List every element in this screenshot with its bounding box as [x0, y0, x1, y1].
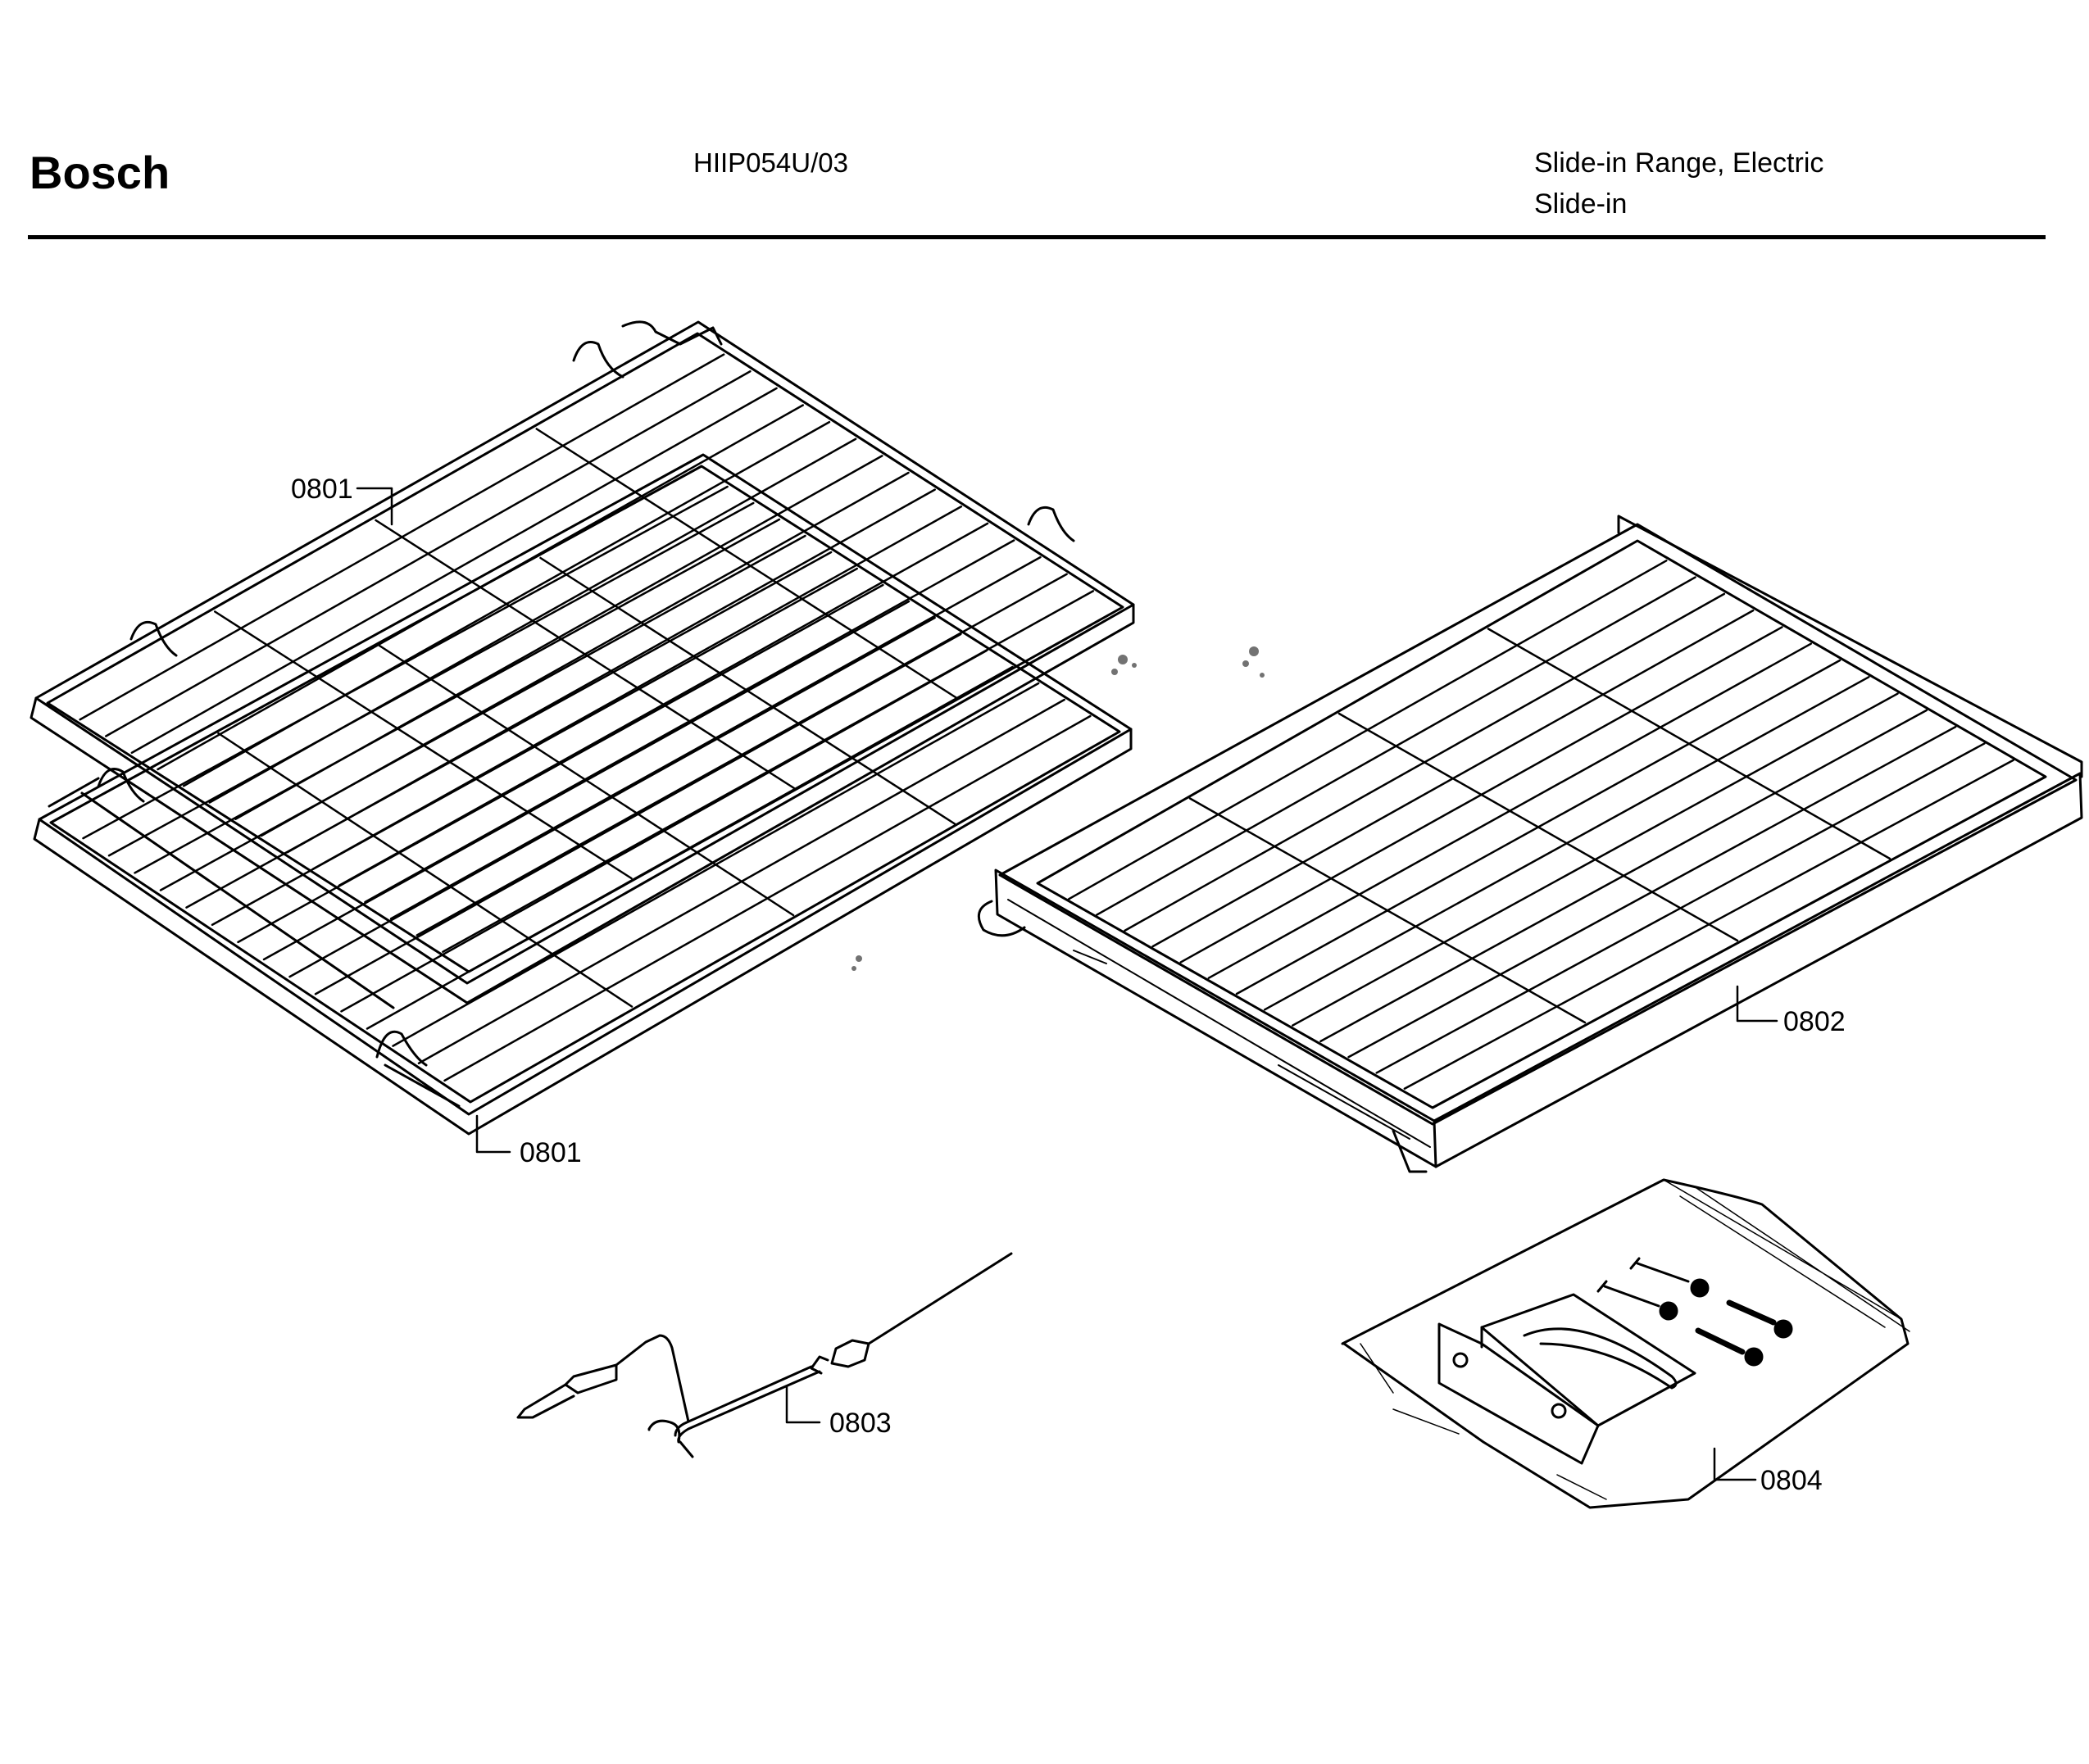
- callout-label-0803: 0803: [829, 1408, 892, 1439]
- model-number: HIIP054U/03: [693, 147, 848, 178]
- product-subtype: Slide-in: [1534, 188, 1628, 220]
- callout-line-0802: [1736, 985, 1778, 1023]
- header-rule: [28, 235, 2046, 239]
- callout-line-0803: [785, 1385, 821, 1424]
- meat-probe: [516, 1252, 1013, 1458]
- hardware-kit: [1341, 1178, 1910, 1509]
- telescopic-rack: [977, 515, 2083, 1173]
- product-description: Slide-in Range, Electric: [1534, 147, 1824, 179]
- callout-line-0804: [1713, 1447, 1757, 1481]
- rack-upper-crossbar: [375, 519, 796, 790]
- callout-label-0802: 0802: [1783, 1006, 1846, 1037]
- tele-rack-crossbar: [1337, 712, 1739, 942]
- oven-rack-upper: [30, 320, 1135, 1004]
- tele-rack-crossbar: [1188, 797, 1587, 1024]
- oven-rack-lower: [33, 453, 1133, 1136]
- rack-lower-crossbar: [539, 556, 956, 825]
- callout-line-0801-lower: [475, 1114, 511, 1154]
- scan-noise: [851, 646, 1265, 971]
- rack-upper-crossbar: [214, 610, 633, 880]
- callout-label-0801-lower: 0801: [520, 1137, 582, 1168]
- tele-rack-crossbar: [1487, 628, 1891, 860]
- callout-label-0804: 0804: [1760, 1465, 1823, 1496]
- callout-line-0801-upper: [356, 487, 393, 526]
- callout-label-0801-upper: 0801: [291, 474, 353, 505]
- rack-lower-crossbar: [378, 644, 795, 917]
- rack-lower-crossbar: [217, 732, 634, 1008]
- rack-upper-crossbar: [535, 428, 958, 700]
- brand-name: Bosch: [30, 147, 170, 198]
